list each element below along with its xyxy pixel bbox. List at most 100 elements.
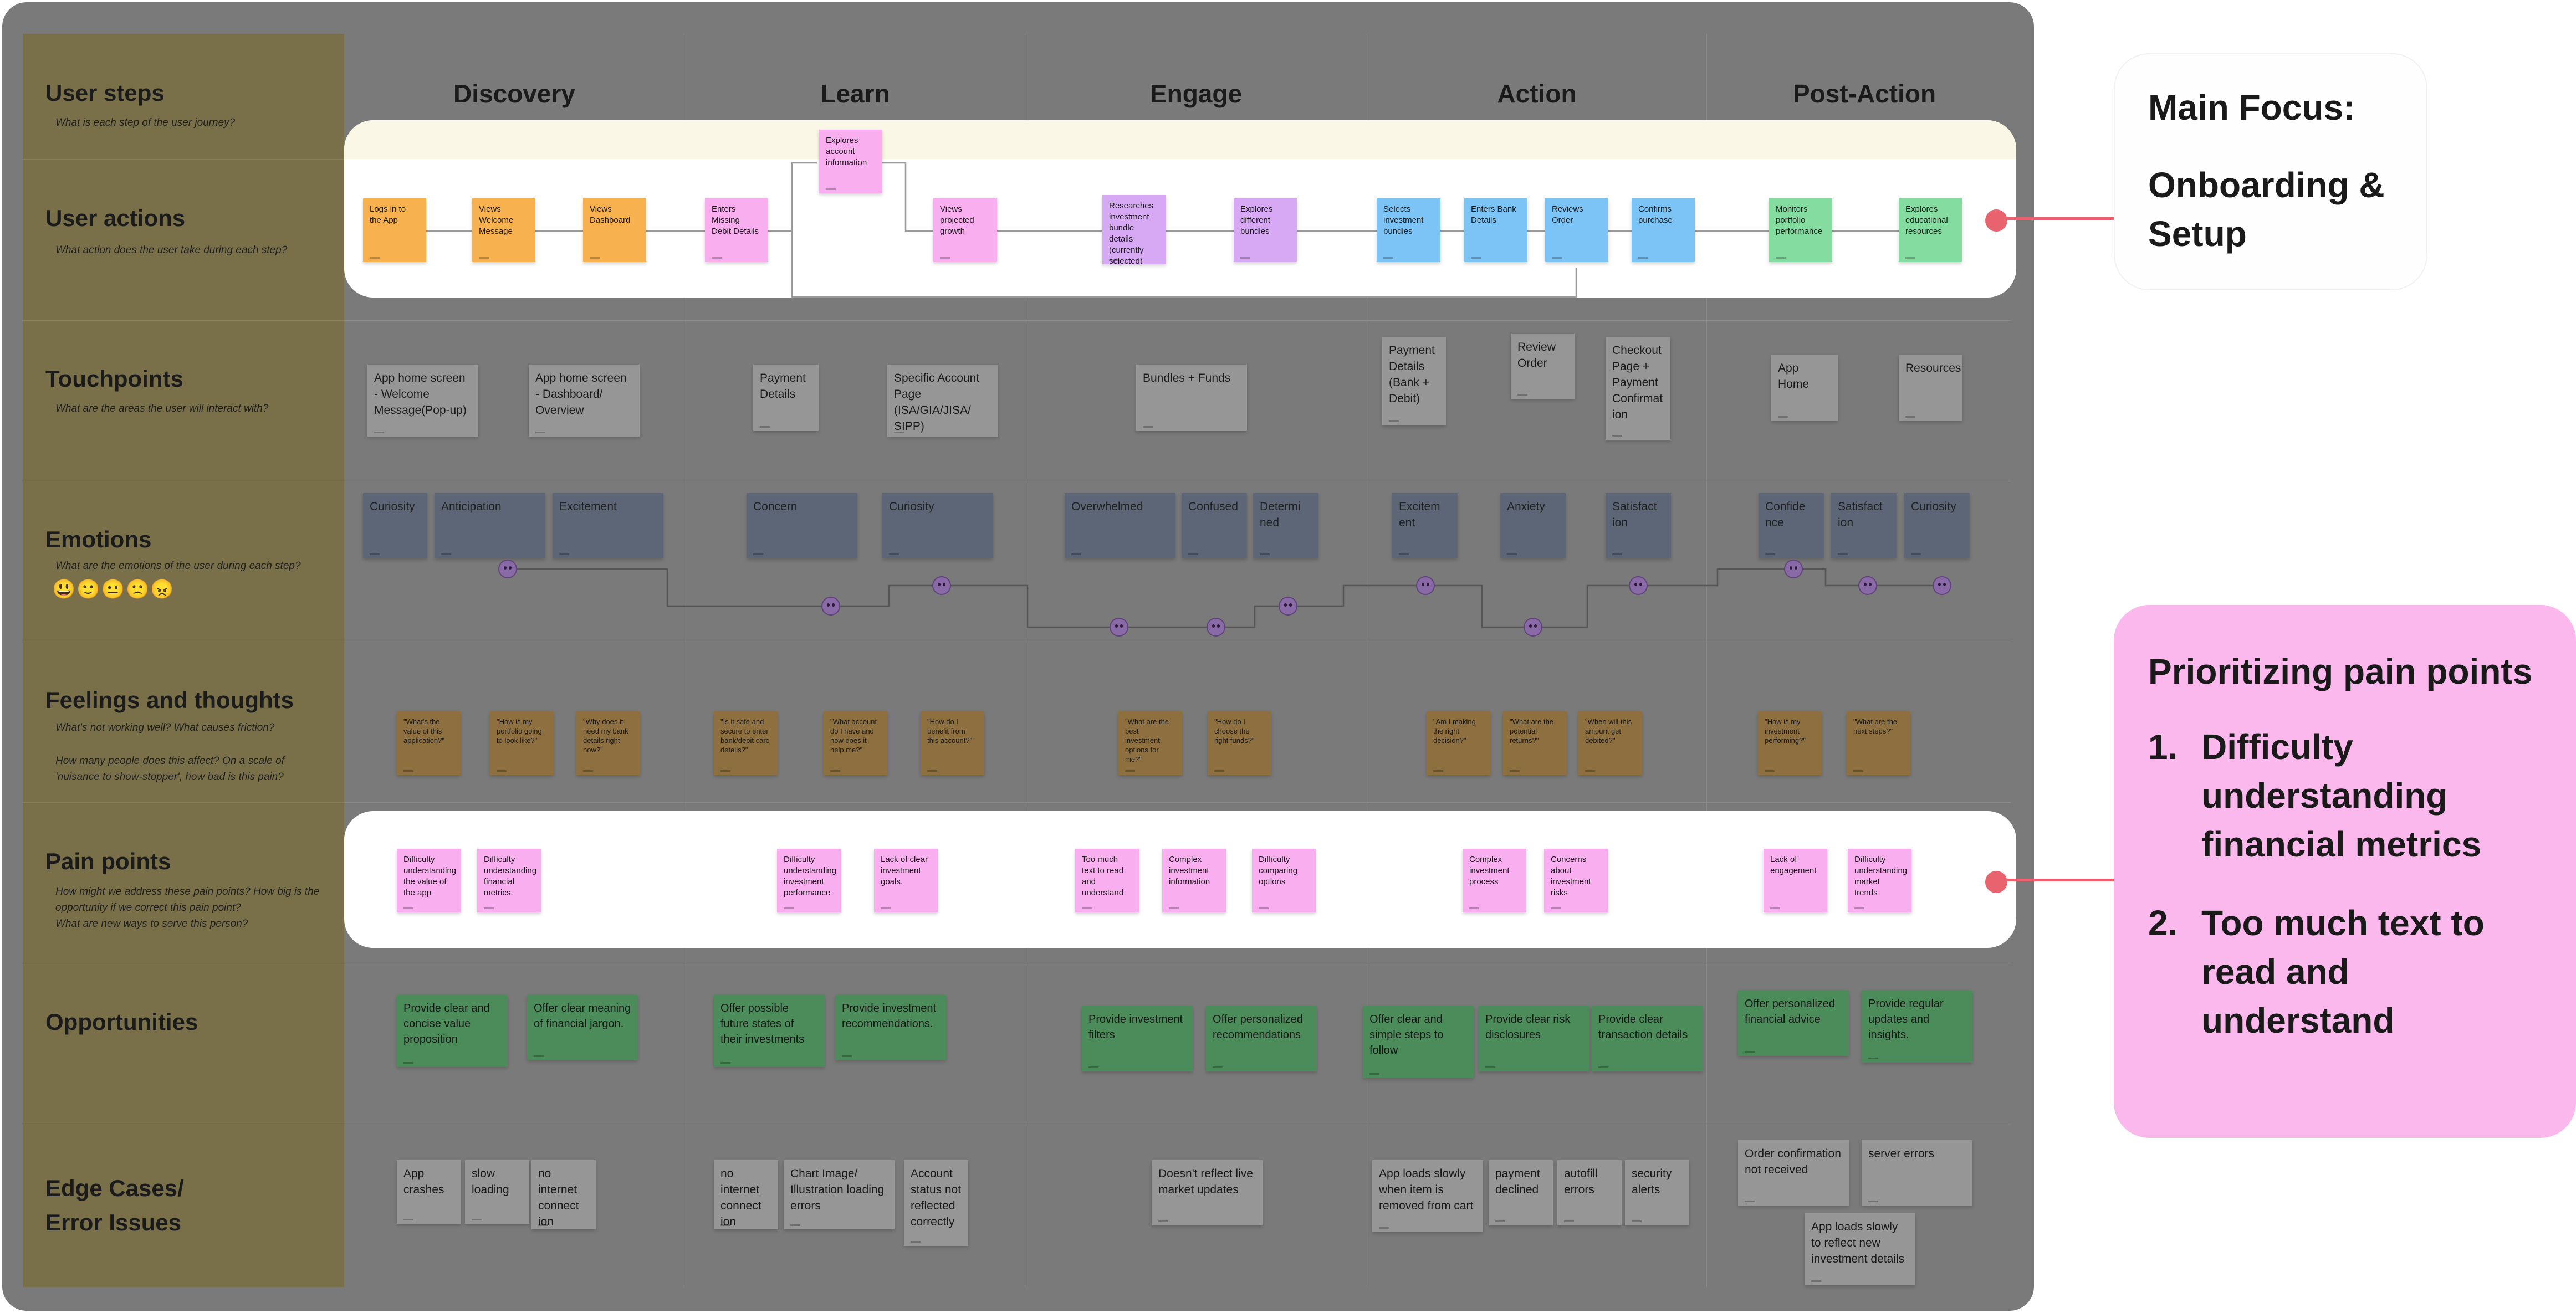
lane-title-user-actions: User actions	[45, 205, 186, 231]
emotion-note[interactable]: Curiosity	[1904, 493, 1970, 558]
opportunity-note[interactable]: Offer personalized recommendations	[1206, 1006, 1317, 1071]
user-action-note[interactable]: Views Welcome Message	[472, 198, 535, 262]
thought-note[interactable]: "Is it safe and secure to enter bank/deb…	[714, 711, 778, 775]
thought-note[interactable]: "Am I making the right decision?"	[1427, 711, 1490, 775]
thought-note[interactable]: "What's the value of this application?"	[397, 711, 461, 775]
emotion-note[interactable]: Anticipation	[435, 493, 545, 558]
thought-note[interactable]: "What are the best investment options fo…	[1118, 711, 1182, 775]
focus-link-dot	[1985, 209, 2007, 232]
emotion-note[interactable]: Curiosity	[882, 493, 993, 558]
opportunity-note[interactable]: Provide clear and concise value proposit…	[397, 995, 508, 1067]
touchpoint-note[interactable]: App Home	[1771, 355, 1838, 421]
user-action-note[interactable]: Selects investment bundles	[1377, 198, 1440, 262]
edge-case-note[interactable]: slow loading	[465, 1160, 529, 1224]
edge-case-note[interactable]: Doesn't reflect live market updates	[1152, 1160, 1263, 1225]
user-action-note[interactable]: Confirms purchase	[1632, 198, 1695, 262]
emotion-face-icon	[1207, 618, 1225, 637]
user-action-note[interactable]: Views Dashboard	[583, 198, 646, 262]
lane-title-user-steps: User steps	[45, 80, 165, 106]
user-action-note[interactable]: Explores educational resources	[1899, 198, 1962, 262]
edge-case-note[interactable]: App loads slowly when item is removed fr…	[1372, 1160, 1483, 1232]
touchpoint-note[interactable]: App home screen - Welcome Message(Pop-up…	[367, 365, 478, 437]
pain-point-note[interactable]: Too much text to read and understand	[1075, 849, 1139, 912]
touchpoint-note[interactable]: Bundles + Funds	[1136, 365, 1247, 431]
edge-case-note[interactable]: Order confirmation not received	[1738, 1140, 1849, 1206]
divider	[23, 320, 344, 321]
user-action-note[interactable]: Monitors portfolio performance	[1769, 198, 1832, 262]
emotion-note[interactable]: Anxiety	[1500, 493, 1566, 558]
thought-note[interactable]: "How do I benefit from this account?"	[921, 711, 984, 775]
lane-title-edge-cases: Edge Cases/ Error Issues	[45, 1175, 184, 1235]
divider	[345, 802, 2011, 803]
edge-case-note[interactable]: autofill errors	[1557, 1160, 1622, 1225]
opportunity-note[interactable]: Provide clear transaction details	[1592, 1006, 1703, 1071]
user-action-note[interactable]: Explores different bundles	[1234, 198, 1297, 262]
edge-case-note[interactable]: no internet connect ion	[531, 1160, 596, 1229]
user-action-note[interactable]: Reviews Order	[1545, 198, 1608, 262]
emotion-face-icon	[1784, 560, 1803, 578]
main-focus-label: Main Focus:	[2148, 88, 2355, 127]
emotion-note[interactable]: Satisfact ion	[1831, 493, 1897, 558]
emotion-note[interactable]: Determi ned	[1253, 493, 1318, 558]
emotion-note[interactable]: Satisfact ion	[1606, 493, 1671, 558]
pain-point-note[interactable]: Difficulty comparing options	[1252, 849, 1316, 912]
emotion-note[interactable]: Confused	[1182, 493, 1247, 558]
pain-point-note[interactable]: Difficulty understanding financial metri…	[477, 849, 541, 912]
touchpoint-note[interactable]: Specific Account Page (ISA/GIA/JISA/ SIP…	[887, 365, 998, 437]
edge-case-note[interactable]: Account status not reflected correctly	[904, 1160, 968, 1246]
user-action-note[interactable]: Enters Missing Debit Details	[705, 198, 768, 262]
thought-note[interactable]: "What are the next steps?"	[1847, 711, 1910, 775]
emotion-note[interactable]: Excitem ent	[1392, 493, 1458, 558]
thought-note[interactable]: "Why does it need my bank details right …	[576, 711, 640, 775]
edge-case-note[interactable]: no internet connect ion	[714, 1160, 778, 1229]
edge-case-note[interactable]: payment declined	[1489, 1160, 1553, 1225]
opportunity-note[interactable]: Offer personalized financial advice	[1738, 991, 1849, 1056]
pain-point-note[interactable]: Difficulty understanding investment perf…	[777, 849, 841, 912]
thought-note[interactable]: "How do I choose the right funds?"	[1208, 711, 1271, 775]
user-action-note[interactable]: Enters Bank Details	[1464, 198, 1527, 262]
opportunity-note[interactable]: Offer possible future states of their in…	[714, 995, 825, 1067]
user-action-note[interactable]: Researches investment bundle details (cu…	[1102, 195, 1166, 264]
user-action-note[interactable]: Explores account information	[819, 130, 882, 193]
emotion-face-icon	[1524, 618, 1542, 637]
touchpoint-note[interactable]: Resources	[1899, 355, 1962, 421]
edge-case-note[interactable]: App crashes	[397, 1160, 461, 1224]
pain-point-note[interactable]: Concerns about investment risks	[1544, 849, 1608, 912]
touchpoint-note[interactable]: Checkout Page + Payment Confirmat ion	[1606, 337, 1670, 440]
touchpoint-note[interactable]: Payment Details (Bank + Debit)	[1382, 337, 1446, 425]
opportunity-note[interactable]: Offer clear and simple steps to follow	[1363, 1006, 1474, 1078]
emotion-note[interactable]: Excitement	[553, 493, 663, 558]
opportunity-note[interactable]: Provide regular updates and insights.	[1862, 991, 1972, 1063]
touchpoint-note[interactable]: Payment Details	[753, 365, 819, 431]
emotion-note[interactable]: Overwhelmed	[1065, 493, 1175, 558]
pain-point-note[interactable]: Complex investment information	[1162, 849, 1226, 912]
opportunity-note[interactable]: Provide clear risk disclosures	[1479, 1006, 1589, 1071]
thought-note[interactable]: "What are the potential returns?"	[1503, 711, 1567, 775]
pain-point-note[interactable]: Lack of engagement	[1764, 849, 1827, 912]
emotion-face-icon	[498, 560, 517, 578]
emotion-note[interactable]: Curiosity	[363, 493, 427, 558]
thought-note[interactable]: "When will this amount get debited?"	[1578, 711, 1642, 775]
opportunity-note[interactable]: Provide investment recommendations.	[835, 995, 946, 1060]
edge-case-note[interactable]: App loads slowly to reflect new investme…	[1805, 1213, 1915, 1285]
opportunity-note[interactable]: Provide investment filters	[1082, 1006, 1193, 1071]
pain-point-note[interactable]: Lack of clear investment goals.	[874, 849, 938, 912]
edge-case-note[interactable]: Chart Image/ Illustration loading errors	[784, 1160, 895, 1229]
pain-point-note[interactable]: Difficulty understanding market trends	[1848, 849, 1911, 912]
opportunity-note[interactable]: Offer clear meaning of financial jargon.	[527, 995, 638, 1060]
emotion-note[interactable]: Concern	[747, 493, 857, 558]
pain-point-note[interactable]: Complex investment process	[1463, 849, 1526, 912]
divider	[23, 159, 344, 160]
thought-note[interactable]: "How is my investment performing?"	[1758, 711, 1822, 775]
pain-point-note[interactable]: Difficulty understanding the value of th…	[397, 849, 461, 912]
user-action-note[interactable]: Views projected growth	[933, 198, 997, 262]
emotion-note[interactable]: Confide nce	[1759, 493, 1824, 558]
edge-case-note[interactable]: server errors	[1862, 1140, 1972, 1206]
user-action-note[interactable]: Logs in to the App	[363, 198, 426, 262]
touchpoint-note[interactable]: Review Order	[1511, 334, 1575, 399]
touchpoint-note[interactable]: App home screen - Dashboard/ Overview	[529, 365, 640, 437]
divider	[23, 802, 344, 803]
thought-note[interactable]: "What account do I have and how does it …	[824, 711, 887, 775]
thought-note[interactable]: "How is my portfolio going to look like?…	[490, 711, 554, 775]
edge-case-note[interactable]: security alerts	[1625, 1160, 1689, 1225]
